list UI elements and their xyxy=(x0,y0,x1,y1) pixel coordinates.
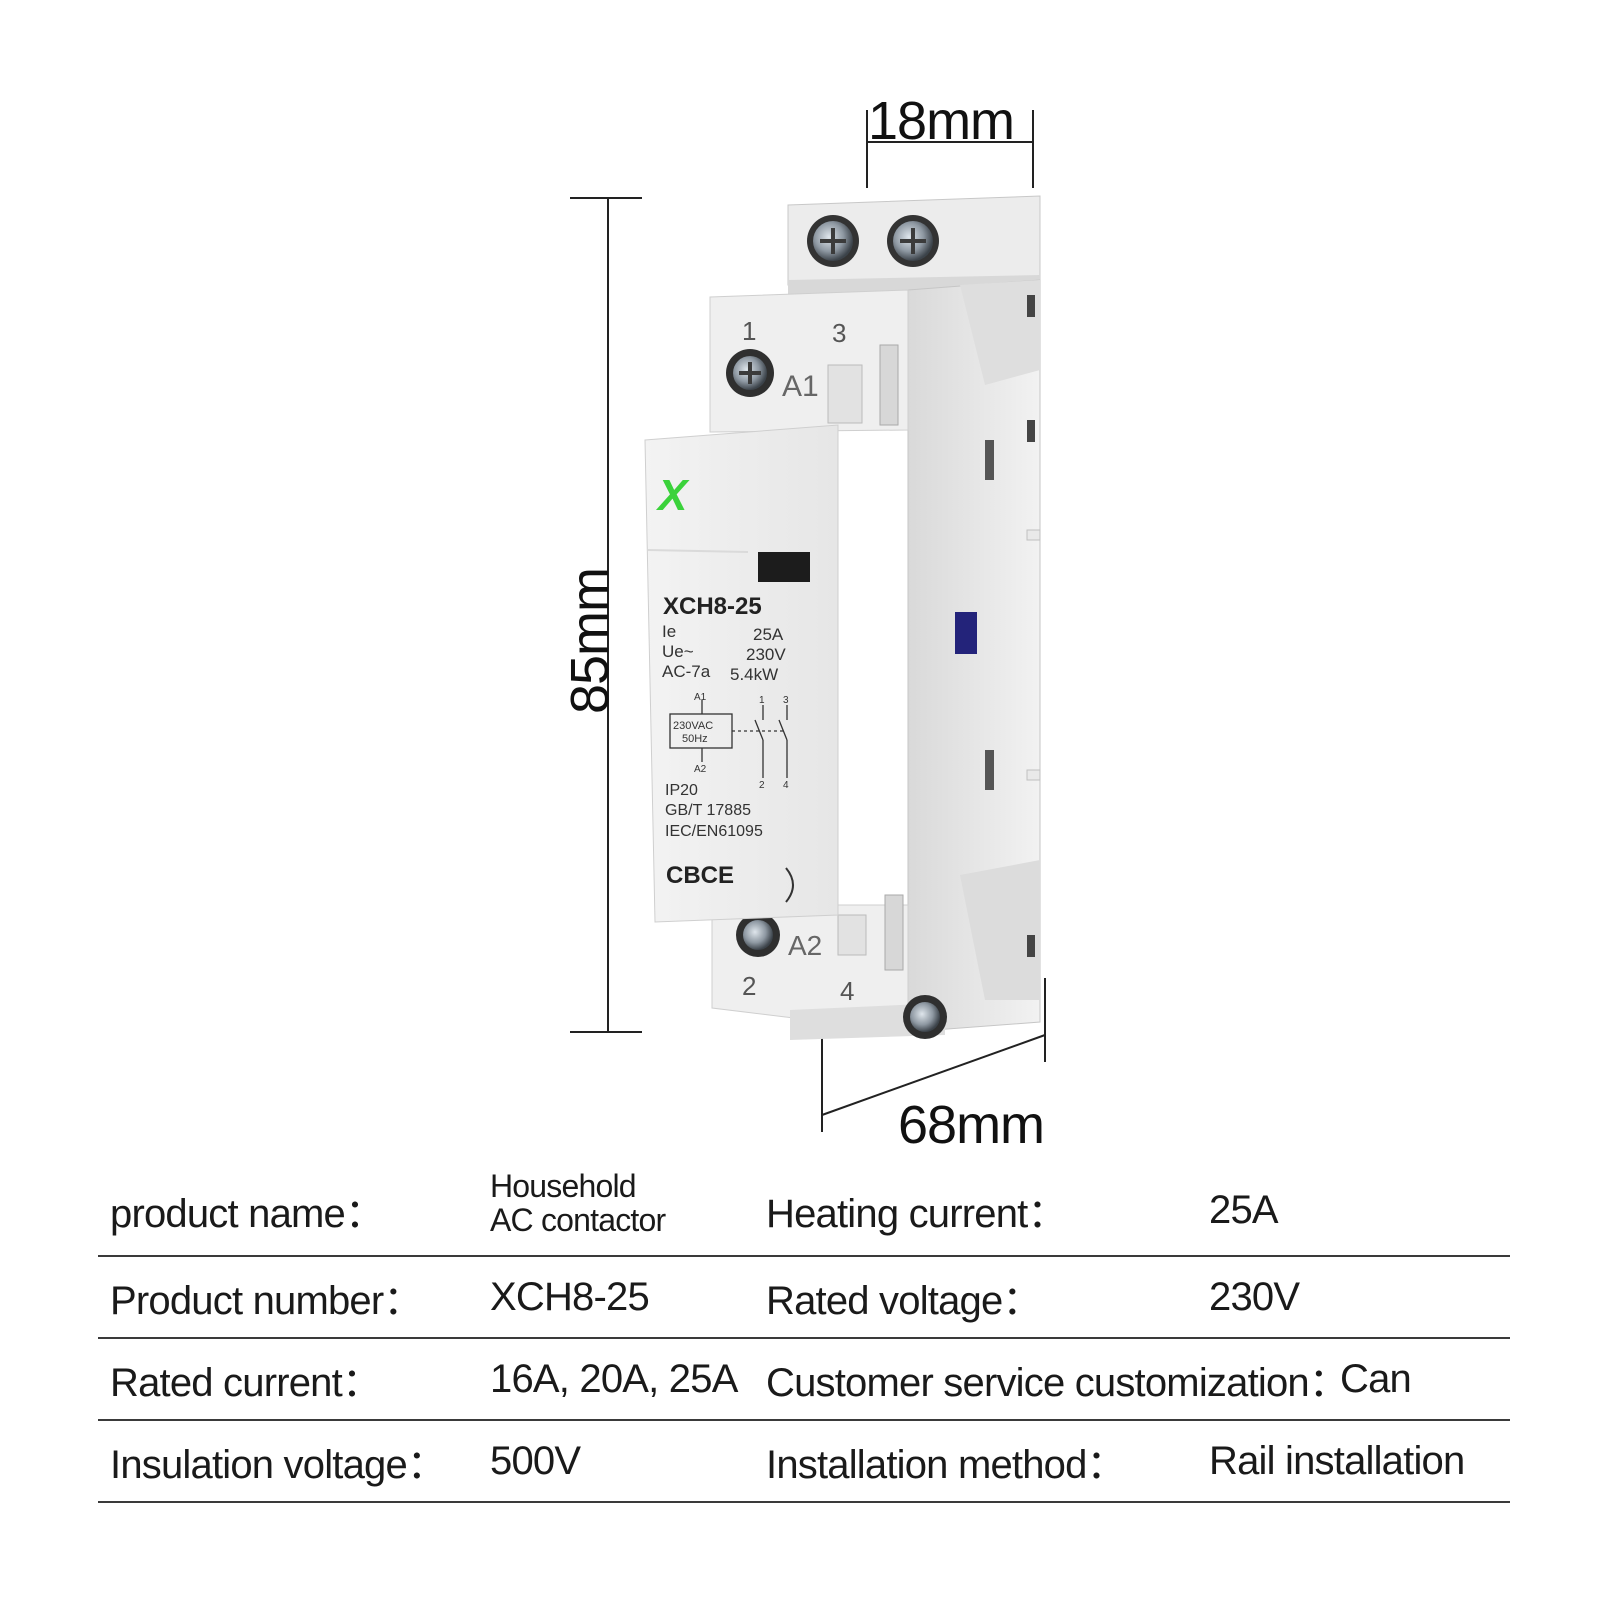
coil-label-a2: A2 xyxy=(694,764,707,775)
ac-value: 5.4kW xyxy=(730,665,778,684)
side-body xyxy=(907,279,1041,1033)
screw-icon xyxy=(807,215,859,267)
rated-voltage-value: 230V xyxy=(1209,1274,1300,1319)
heating-current-value: 25A xyxy=(1209,1187,1279,1232)
screw-icon xyxy=(736,913,780,957)
coil-rating-voltage: 230VAC xyxy=(673,720,713,732)
terminal-label-a2: A2 xyxy=(788,930,822,961)
dimension-width-lines xyxy=(866,110,1034,188)
pole-label-4: 4 xyxy=(783,780,789,791)
rotate-indicator xyxy=(785,867,794,903)
depth-dimension-label: 68mm xyxy=(898,1095,1045,1155)
rated-current-value: 16A, 20A, 25A xyxy=(490,1356,738,1401)
ue-label: Ue~ xyxy=(662,642,694,661)
specs-row: Product number： XCH8-25 Rated voltage： 2… xyxy=(98,1257,1510,1339)
width-dimension-label: 18mm xyxy=(868,91,1015,151)
specs-row: Rated current： 16A, 20A, 25A Customer se… xyxy=(98,1339,1510,1421)
rated-current-label: Rated current： xyxy=(110,1361,382,1405)
product-number-value: XCH8-25 xyxy=(490,1274,650,1319)
contactor-illustration: 1 3 A1 2 4 A2 X XCH8-25 Ie xyxy=(570,110,1046,1132)
pole-label-2: 2 xyxy=(759,780,765,791)
customization-value: Can xyxy=(1340,1356,1412,1401)
standard-iec: IEC/EN61095 xyxy=(665,823,763,840)
installation-method-value: Rail installation xyxy=(1209,1438,1465,1483)
dimension-height-lines xyxy=(570,197,642,1033)
product-name-value: Household AC contactor xyxy=(490,1151,666,1255)
terminal-label-a1: A1 xyxy=(782,370,819,403)
insulation-voltage-value: 500V xyxy=(490,1438,581,1483)
pole-label-1: 1 xyxy=(759,695,765,706)
product-name-label: product name： xyxy=(110,1192,385,1236)
ue-value: 230V xyxy=(746,645,786,664)
terminal-label-4: 4 xyxy=(840,976,854,1006)
certification-marks: CBCE xyxy=(666,862,734,889)
product-number-label: Product number： xyxy=(110,1279,423,1323)
pole-label-3: 3 xyxy=(783,695,789,706)
brand-logo: X xyxy=(655,471,690,520)
height-dimension-label: 85mm xyxy=(560,567,620,715)
specs-row: Insulation voltage： 500V Installation me… xyxy=(98,1421,1510,1503)
heating-current-label: Heating current： xyxy=(766,1192,1067,1236)
product-name-value-line1: Household xyxy=(490,1168,637,1204)
screw-icon xyxy=(903,995,947,1039)
ip-rating: IP20 xyxy=(665,782,698,799)
installation-method-label: Installation method： xyxy=(766,1443,1127,1487)
status-window xyxy=(758,552,810,582)
model-label: XCH8-25 xyxy=(663,593,762,620)
ie-value: 25A xyxy=(753,625,784,644)
screw-icon xyxy=(887,215,939,267)
product-name-value-line2: AC contactor xyxy=(490,1202,666,1238)
customization-label: Customer service customization： xyxy=(766,1361,1349,1405)
standard-gbt: GB/T 17885 xyxy=(665,802,751,819)
wiring-diagram xyxy=(669,700,788,778)
front-panel xyxy=(644,424,839,923)
rated-voltage-label: Rated voltage： xyxy=(766,1279,1042,1323)
insulation-voltage-label: Insulation voltage： xyxy=(110,1443,447,1487)
coil-rating-frequency: 50Hz xyxy=(682,733,708,745)
screw-icon xyxy=(726,349,774,397)
terminal-label-2: 2 xyxy=(742,971,756,1001)
terminal-label-1: 1 xyxy=(742,316,756,346)
ac-label: AC-7a xyxy=(662,662,711,681)
specs-table: product name： Household AC contactor Hea… xyxy=(98,1165,1510,1503)
ie-label: Ie xyxy=(662,622,676,641)
product-figure: 1 3 A1 2 4 A2 X XCH8-25 Ie xyxy=(560,91,1046,1155)
terminal-label-3: 3 xyxy=(832,318,846,348)
specs-row: product name： Household AC contactor Hea… xyxy=(98,1165,1510,1257)
coil-label-a1: A1 xyxy=(694,692,707,703)
upper-terminal-housing xyxy=(709,289,909,433)
